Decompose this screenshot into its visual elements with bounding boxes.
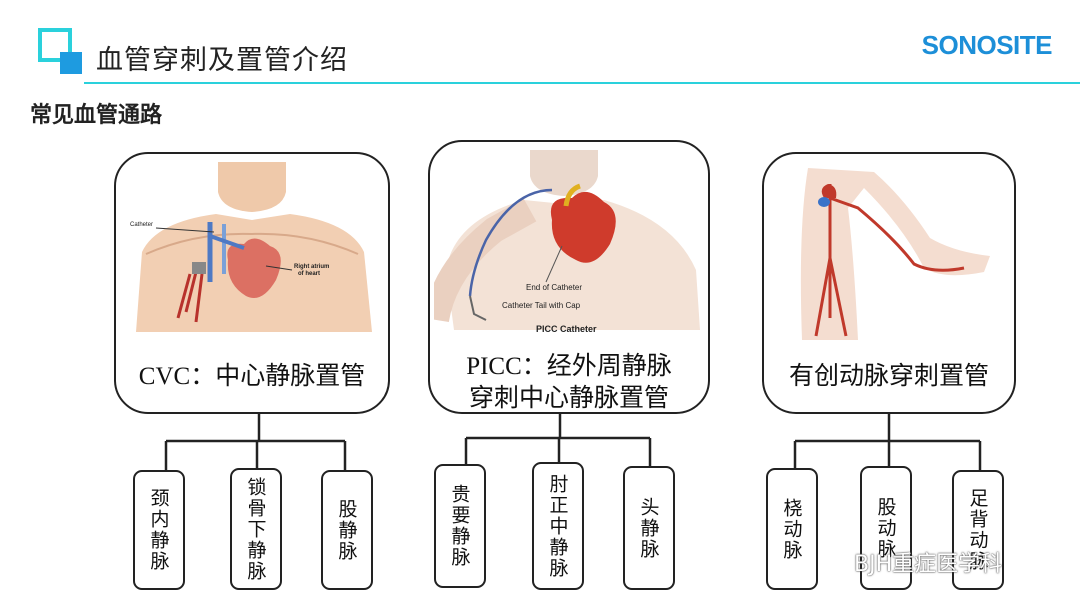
callout-catheter: Catheter — [130, 222, 153, 228]
callout-end-of-catheter: End of Catheter — [526, 283, 582, 292]
leaf-femoral-artery: 股动脉 — [860, 466, 912, 590]
arterial-card: 有创动脉穿刺置管 — [762, 152, 1016, 414]
callout-picc-catheter: PICC Catheter — [536, 324, 597, 334]
callout-catheter-tail: Catheter Tail with Cap — [502, 301, 581, 310]
picc-label: PICC：经外周静脉 穿刺中心静脉置管 — [466, 351, 672, 413]
cvc-illustration: Catheter Right atrium of heart — [130, 162, 372, 332]
section-subtitle: 常见血管通路 — [30, 103, 163, 128]
brand-logo: SONOSITE — [921, 30, 1053, 60]
slide-title: 血管穿刺及置管介绍 — [96, 45, 348, 76]
leaf-cephalic-vein: 头静脉 — [623, 466, 675, 590]
header-logo-accent — [60, 52, 82, 74]
leaf-subclavian-vein: 锁骨下静脉 — [230, 468, 282, 590]
leaf-femoral-vein: 股静脉 — [321, 470, 373, 590]
cvc-card: Catheter Right atrium of heart CVC：中心静脉置… — [114, 152, 390, 414]
arterial-illustration — [800, 168, 990, 340]
picc-illustration: End of Catheter Catheter Tail with Cap P… — [434, 150, 700, 334]
arterial-label: 有创动脉穿刺置管 — [788, 361, 989, 390]
wechat-icon — [818, 551, 847, 573]
cvc-label: CVC：中心静脉置管 — [138, 361, 366, 390]
leaf-internal-jugular-vein: 颈内静脉 — [133, 470, 185, 590]
picc-card: End of Catheter Catheter Tail with Cap P… — [428, 140, 710, 414]
leaf-dorsalis-pedis-artery: 足背动脉 — [952, 470, 1004, 590]
watermark: BJH重症医学科 — [818, 546, 1002, 578]
header-divider — [84, 82, 1080, 84]
leaf-basilic-vein: 贵要静脉 — [434, 464, 486, 588]
callout-of-heart: of heart — [298, 271, 320, 277]
leaf-radial-artery: 桡动脉 — [766, 468, 818, 590]
leaf-median-cubital-vein: 肘正中静脉 — [532, 462, 584, 590]
callout-right-atrium: Right atrium — [294, 264, 329, 270]
header-logo-square — [38, 28, 72, 62]
